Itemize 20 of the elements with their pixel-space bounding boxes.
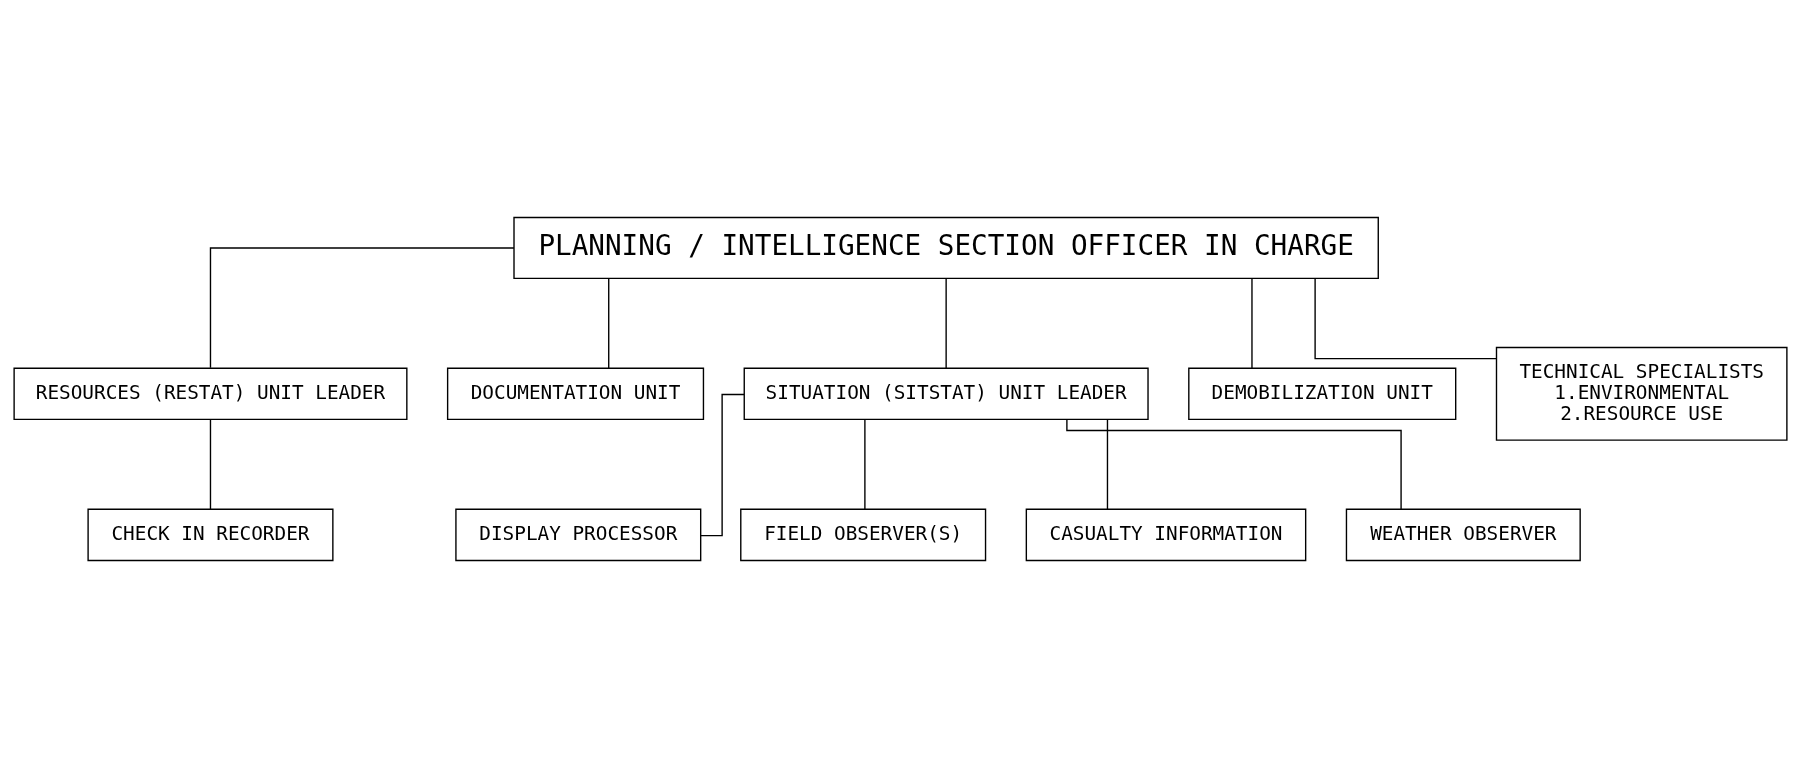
- node-box: PLANNING / INTELLIGENCE SECTION OFFICER IN CHARGE: [513, 216, 1379, 280]
- connector: [1106, 419, 1109, 510]
- connector: [945, 277, 947, 369]
- connector: [209, 247, 515, 369]
- connector: [864, 419, 866, 510]
- node-box: DOCUMENTATION UNIT: [446, 367, 705, 421]
- connector: [1066, 419, 1402, 510]
- node-box: SITUATION (SITSTAT) UNIT LEADER: [743, 367, 1149, 421]
- node-box: CASUALTY INFORMATION: [1025, 508, 1307, 562]
- node-box: DISPLAY PROCESSOR: [455, 508, 702, 562]
- connector: [1314, 278, 1497, 360]
- connector: [608, 277, 610, 369]
- node-box: TECHNICAL SPECIALISTS 1.ENVIRONMENTAL 2.RESOURCE USE: [1495, 346, 1788, 441]
- node-box: DEMOBILIZATION UNIT: [1188, 367, 1457, 421]
- node-box: RESOURCES (RESTAT) UNIT LEADER: [13, 367, 408, 421]
- connector: [209, 419, 212, 510]
- node-box: CHECK IN RECORDER: [87, 508, 334, 562]
- connector: [1251, 277, 1253, 369]
- node-box: WEATHER OBSERVER: [1345, 508, 1581, 562]
- node-box: FIELD OBSERVER(S): [740, 508, 987, 562]
